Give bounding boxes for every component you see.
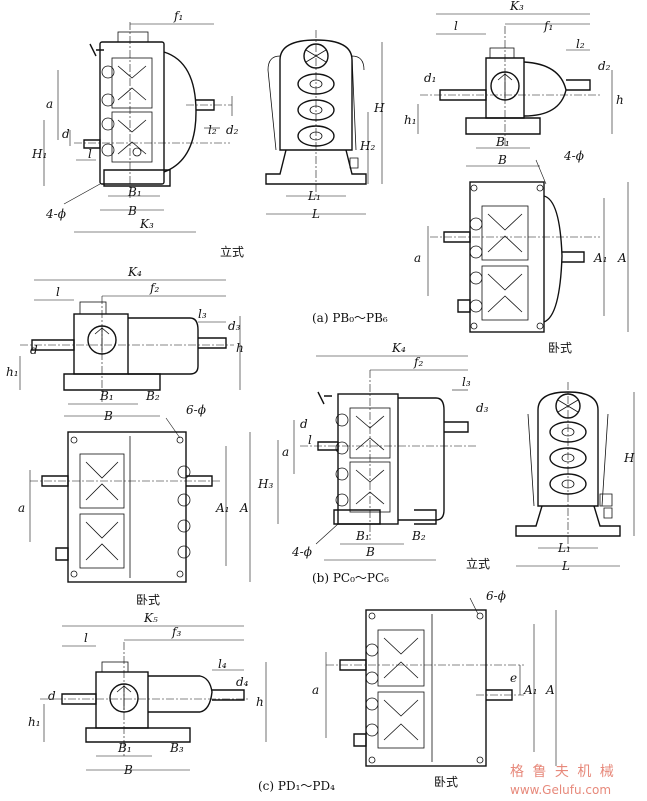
dim-a: a bbox=[46, 97, 53, 111]
dim-h-c: h bbox=[256, 695, 264, 709]
dim-A1-c: A₁ bbox=[523, 683, 537, 697]
dim-l2: l₂ bbox=[208, 123, 217, 137]
dim-d3-b: d₃ bbox=[228, 319, 241, 333]
dim-a-b-front: a bbox=[282, 445, 289, 459]
dim-B1: B₁ bbox=[127, 185, 142, 199]
dim-L: L bbox=[311, 207, 320, 221]
watermark-cn: 格 鲁 夫 机 械 bbox=[510, 764, 616, 780]
dim-H3-b-front: H₃ bbox=[257, 477, 273, 491]
dim-B2-b-front: B₂ bbox=[411, 529, 426, 543]
dim-holes-6-b: 6-ϕ bbox=[186, 403, 206, 417]
pd-horizontal-top-view bbox=[40, 625, 267, 771]
dim-B-b: B bbox=[103, 409, 113, 423]
dim-d4-c: d₄ bbox=[236, 675, 249, 689]
dim-d3-b-front: d₃ bbox=[476, 401, 489, 415]
dim-holes-4: 4-ϕ bbox=[45, 207, 66, 221]
dim-B3-c: B₃ bbox=[169, 741, 184, 755]
dim-L1-b: L₁ bbox=[557, 541, 571, 555]
dim-d: d bbox=[62, 127, 70, 141]
dim-l-c: l bbox=[84, 631, 88, 645]
view-label-horizontal-b: 卧式 bbox=[136, 593, 160, 607]
dim-d2-top: d₂ bbox=[598, 59, 611, 73]
dim-a-c: a bbox=[312, 683, 319, 697]
dim-B-c: B bbox=[123, 763, 133, 777]
dim-A1-plan: A₁ bbox=[593, 251, 607, 265]
dim-l-b-front: l bbox=[308, 433, 312, 447]
dim-d-b: d bbox=[30, 343, 38, 357]
dim-d-b-front: d bbox=[300, 417, 308, 431]
dim-h1-top: h₁ bbox=[404, 113, 417, 127]
dim-holes-6-c: 6-ϕ bbox=[486, 589, 506, 603]
dim-L1: L₁ bbox=[307, 189, 321, 203]
dim-B-b-front: B bbox=[365, 545, 375, 559]
dim-d2: d₂ bbox=[226, 123, 239, 137]
dim-A-plan: A bbox=[617, 251, 627, 265]
pc-vertical-side-view bbox=[515, 382, 635, 567]
pc-horizontal-top-view bbox=[19, 279, 241, 417]
pb-vertical-side-view bbox=[265, 30, 383, 215]
pb-horizontal-plan-view bbox=[427, 159, 629, 333]
dim-A-c: A bbox=[545, 683, 555, 697]
caption-a: (a) PB₀～PB₆ bbox=[312, 311, 388, 325]
dim-B-top: B bbox=[497, 153, 507, 167]
view-label-horizontal-c: 卧式 bbox=[434, 775, 458, 789]
dim-f3-c: f₃ bbox=[171, 625, 181, 639]
dim-A-b-plan: A bbox=[239, 501, 249, 515]
view-label-vertical-b: 立式 bbox=[466, 556, 490, 571]
dim-l3-b: l₃ bbox=[198, 307, 207, 321]
dim-l4-c: l₄ bbox=[218, 657, 227, 671]
dim-H2: H₂ bbox=[359, 139, 375, 153]
dim-f2-b-front: f₂ bbox=[413, 355, 423, 369]
dim-K3: K₃ bbox=[139, 217, 154, 231]
dim-f1: f₁ bbox=[173, 9, 183, 23]
pb-vertical-front-view bbox=[43, 22, 233, 233]
dim-B: B bbox=[127, 204, 137, 218]
dim-B1-top: B₁ bbox=[495, 135, 510, 149]
dim-K3-top: K₃ bbox=[509, 0, 524, 13]
dim-h1-b: h₁ bbox=[6, 365, 19, 379]
dim-H1: H₁ bbox=[31, 147, 47, 161]
dim-A1-b-plan: A₁ bbox=[215, 501, 229, 515]
dim-d-c: d bbox=[48, 689, 56, 703]
dim-H: H bbox=[373, 101, 385, 115]
dim-h1-c: h₁ bbox=[28, 715, 41, 729]
dim-f1-top: f₁ bbox=[543, 19, 553, 33]
dim-B1-b-front: B₁ bbox=[355, 529, 370, 543]
dim-l: l bbox=[88, 147, 92, 161]
dim-K5-c: K₅ bbox=[143, 611, 158, 625]
dim-a-b-plan: a bbox=[18, 501, 25, 515]
dim-h-top: h bbox=[616, 93, 624, 107]
dim-f2-b: f₂ bbox=[149, 281, 159, 295]
view-label-horizontal-a: 卧式 bbox=[548, 341, 572, 355]
caption-c: (c) PD₁～PD₄ bbox=[258, 779, 335, 793]
caption-b: (b) PC₀～PC₆ bbox=[312, 571, 389, 585]
pb-horizontal-top-view bbox=[417, 13, 613, 167]
watermark-url: www.Gelufu.com bbox=[510, 783, 611, 797]
dim-B2-b: B₂ bbox=[145, 389, 160, 403]
dim-h-b: h bbox=[236, 341, 244, 355]
dim-B1-c: B₁ bbox=[117, 741, 132, 755]
dim-l3-b-front: l₃ bbox=[462, 375, 471, 389]
dim-l-b: l bbox=[56, 285, 60, 299]
pc-horizontal-plan-view bbox=[29, 417, 251, 583]
dim-l-top: l bbox=[454, 19, 458, 33]
dim-d1-top: d₁ bbox=[424, 71, 437, 85]
pd-horizontal-plan-view bbox=[325, 597, 557, 767]
view-label-vertical: 立式 bbox=[220, 244, 244, 259]
dim-K4-b: K₄ bbox=[127, 265, 142, 279]
dim-e-c: e bbox=[510, 671, 517, 685]
dim-K4-b-front: K₄ bbox=[391, 341, 406, 355]
pc-vertical-front-view bbox=[277, 355, 476, 561]
dim-holes-4-b-front: 4-ϕ bbox=[291, 545, 312, 559]
dim-holes-4-plan: 4-ϕ bbox=[563, 149, 584, 163]
dim-H-b: H bbox=[623, 451, 635, 465]
dim-a-plan: a bbox=[414, 251, 421, 265]
dim-l2-top: l₂ bbox=[576, 37, 585, 51]
dim-L-b: L bbox=[561, 559, 570, 573]
dim-B1-b: B₁ bbox=[99, 389, 114, 403]
